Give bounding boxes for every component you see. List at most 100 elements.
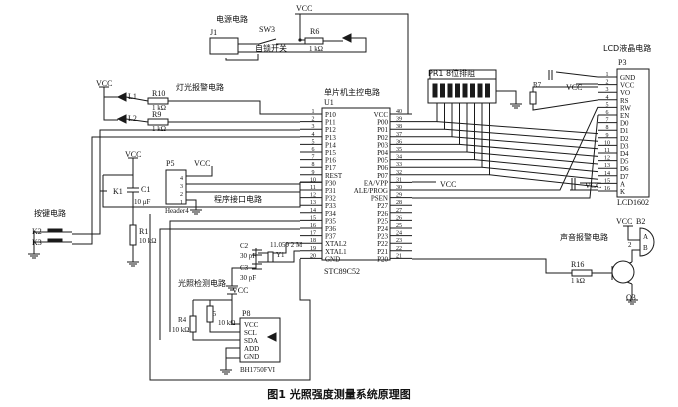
mcu-pin-name-p03: P03 <box>377 141 388 149</box>
mcu-pin-num-9: 9 <box>312 170 315 176</box>
lcd-pin-num-6: 6 <box>606 110 609 116</box>
lcd-pin-name-d4: D4 <box>620 150 629 158</box>
wire-sensor-vcc <box>192 299 240 325</box>
mcu-pin-num-8: 8 <box>312 162 315 168</box>
sensor-circuit: 光照检测电路 VCC P8 R5 10 kΩ R4 10 kΩ VCC SCL … <box>172 278 281 374</box>
vcc-symbol <box>623 225 633 232</box>
led-l2-icon <box>116 114 127 124</box>
mcu-pin-name-p04: P04 <box>377 149 388 157</box>
prog-vcc-label: VCC <box>194 159 210 168</box>
mcu-pin-name-p02: P02 <box>377 134 388 142</box>
reset-vcc-label: VCC <box>125 150 141 159</box>
mcu-pin-name-p26: P26 <box>377 210 388 218</box>
c1-label: C1 <box>141 185 150 194</box>
mcu-pin-num-30: 30 <box>396 185 402 191</box>
k2-button-icon <box>47 228 63 233</box>
respack-element <box>455 83 460 98</box>
r16-value: 1 kΩ <box>571 277 585 285</box>
sw3-switch-lever <box>258 38 277 45</box>
reset-circuit: VCC K1 C1 10 μF R1 10 kΩ <box>100 150 156 246</box>
power-circuit: 电源电路 VCC J1 SW3 自锁开关 R6 1 kΩ <box>209 4 352 55</box>
lcd-pin-name-a: A <box>620 180 625 188</box>
mcu-pin-name-p06: P06 <box>377 164 388 172</box>
lcd-a-vcc-label: VCC <box>585 181 601 190</box>
mcu-pin-name-p25: P25 <box>377 217 388 225</box>
lcd-title: LCD液晶电路 <box>603 43 651 53</box>
mcu-pin-name-p16: P16 <box>325 157 336 165</box>
mcu-pin-name-p05: P05 <box>377 157 388 165</box>
sensor-pin-scl: SCL <box>244 329 257 337</box>
power-vcc-label: VCC <box>296 4 312 13</box>
resistor-pack: PR1 8位排阻 <box>427 68 497 104</box>
wire-p0-lcd <box>466 151 599 165</box>
mcu-pin-num-4: 4 <box>312 132 315 138</box>
wire-sensor-mcu <box>159 220 300 340</box>
mcu-pin-name-vcc: VCC <box>374 111 389 119</box>
r4-resistor <box>189 315 197 333</box>
power-circuit-title: 电源电路 <box>216 14 248 24</box>
mcu-title: 单片机主控电路 <box>324 87 380 97</box>
sensor-vcc-label: VCC <box>232 286 248 295</box>
p3-label: P3 <box>618 58 626 67</box>
lcd-pin-num-14: 14 <box>604 171 610 177</box>
mcu-pin-num-16: 16 <box>310 223 316 229</box>
r7-resistor <box>529 91 537 105</box>
junction-dot <box>298 38 302 42</box>
mcu-pin-name-xtal1: XTAL1 <box>325 248 347 256</box>
dc-jack-j1 <box>209 37 239 55</box>
lcd-pin-name-k: K <box>620 188 625 196</box>
respack-element <box>432 83 438 98</box>
mcu-pin-num-32: 32 <box>396 170 402 176</box>
q3-label: Q3 <box>626 293 636 302</box>
r6-value: 1 kΩ <box>309 45 323 53</box>
vcc-symbol <box>295 13 305 20</box>
p5-pin-1: 1 <box>180 200 183 206</box>
mcu-pin-num-2: 2 <box>312 117 315 123</box>
p8-label: P8 <box>242 309 250 318</box>
wire-p20-buzzer <box>412 258 612 274</box>
mcu-pin-num-1: 1 <box>312 109 315 115</box>
wire-sw-down <box>225 54 259 61</box>
mcu-pin-num-19: 19 <box>310 246 316 252</box>
k1-label: K1 <box>113 187 123 196</box>
sensor-pin-sda: SDA <box>244 337 258 345</box>
ground-symbol <box>510 100 522 109</box>
mcu-pin-num-20: 20 <box>310 253 316 259</box>
mcu-pin-name-p36: P36 <box>325 225 336 233</box>
p5-pin-4: 4 <box>180 176 183 182</box>
mcu-pin-name-p10: P10 <box>325 111 336 119</box>
ground-symbol <box>190 206 202 215</box>
wire-r6-led <box>238 37 367 53</box>
mcu-pin-name-p21: P21 <box>377 248 388 256</box>
respack-element <box>470 83 475 98</box>
mcu-pin-name-psen: PSEN <box>371 195 388 203</box>
mcu-pin-name-p23: P23 <box>377 233 388 241</box>
lcd-pin-num-11: 11 <box>604 148 610 154</box>
wire-caps <box>231 248 268 282</box>
lcd-pin-num-4: 4 <box>606 95 609 101</box>
wire-lcd-vo <box>532 83 599 111</box>
wire-keys-buttons <box>42 231 72 243</box>
lcd-pin-name-d7: D7 <box>620 173 629 181</box>
wire-sensor-gnd <box>225 347 240 366</box>
lcd-pin-num-5: 5 <box>606 102 609 108</box>
wire-lcd-ctrl <box>412 106 599 199</box>
mcu-pin-name-p20: P20 <box>377 255 388 263</box>
wire-p0-respack <box>412 97 490 176</box>
lcd-pin-num-10: 10 <box>604 140 610 146</box>
mcu-pin-num-11: 11 <box>310 185 316 191</box>
wire-p12-k2 <box>72 129 300 235</box>
mcu-pin-name-p11: P11 <box>325 119 336 127</box>
wire-p0-respack <box>412 97 483 168</box>
alarm-vcc-label: VCC <box>96 79 112 88</box>
mcu-pin-num-31: 31 <box>396 177 402 183</box>
c3-value: 30 pF <box>240 274 256 282</box>
lcd-pin-name-d2: D2 <box>620 135 629 143</box>
k1-button-icon <box>100 184 107 198</box>
lcd-pin-name-gnd: GND <box>620 74 635 82</box>
mcu-pin-name-p15: P15 <box>325 149 336 157</box>
photo-sensor-icon <box>266 332 277 342</box>
respack-body <box>427 78 497 104</box>
r5-value: 10 kΩ <box>218 319 235 327</box>
mcu-pin-num-24: 24 <box>396 231 402 237</box>
